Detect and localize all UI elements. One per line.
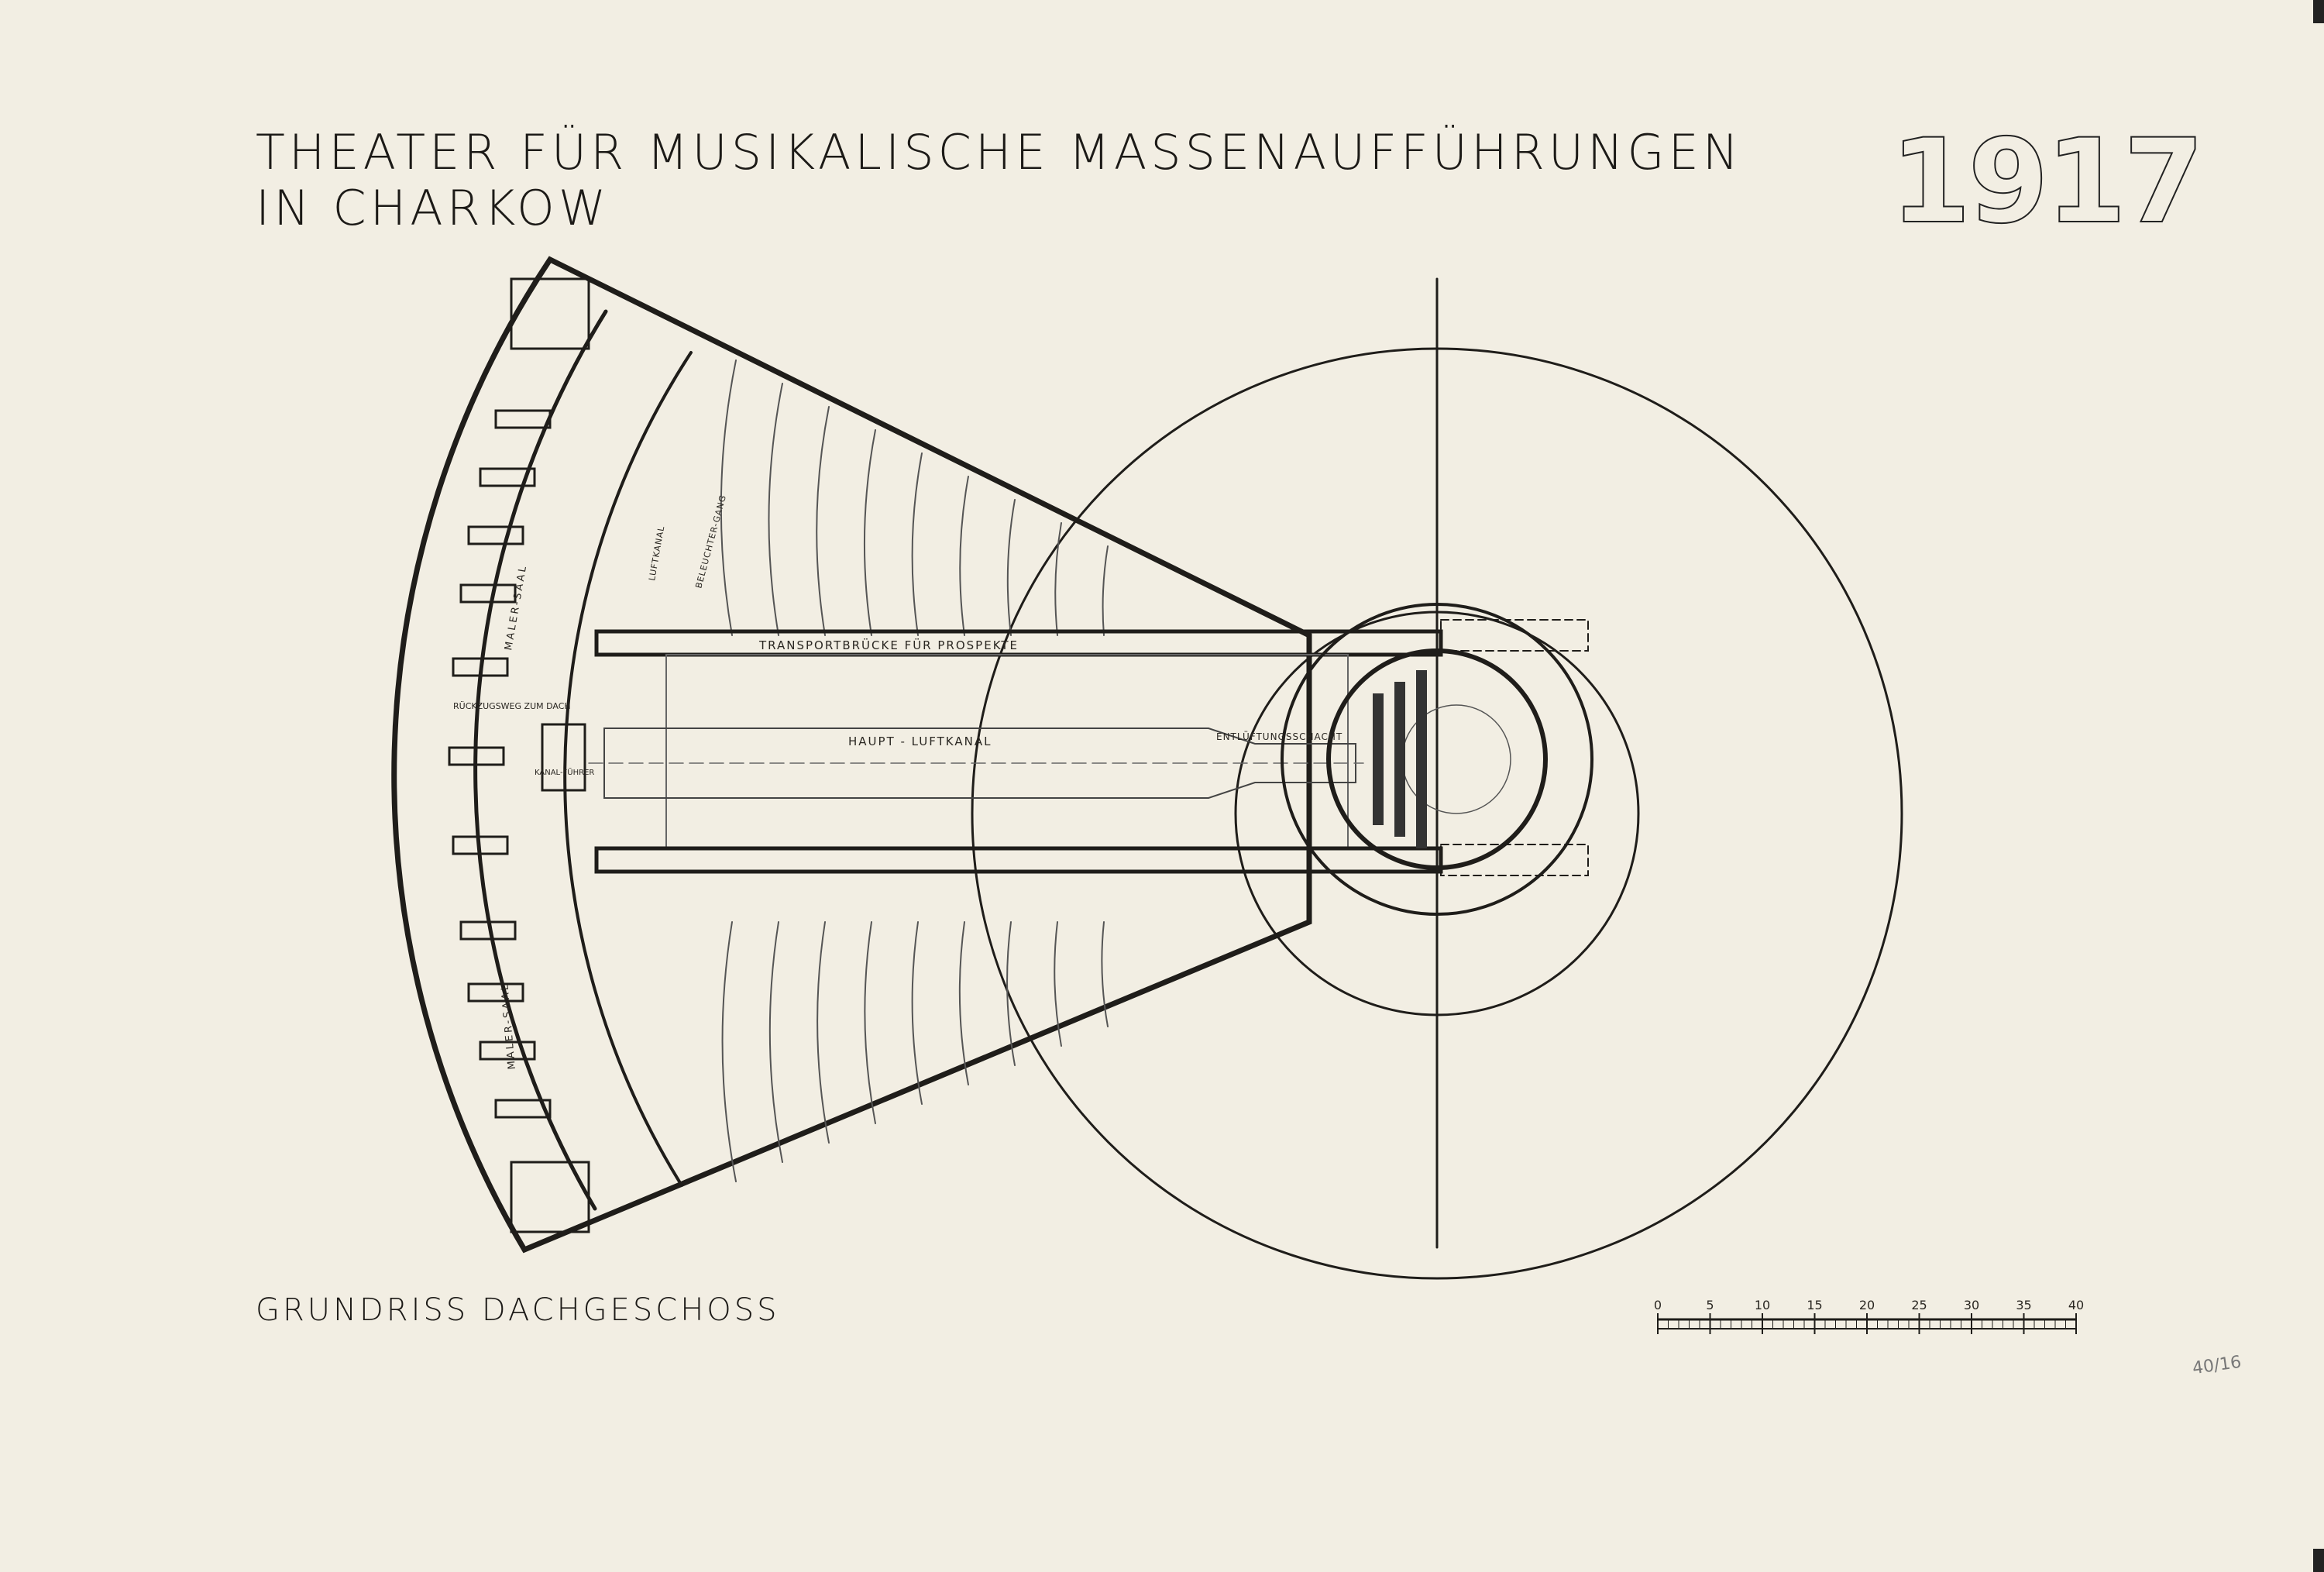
label-lit-aisle: BELEUCHTER-GANG — [693, 494, 728, 590]
label-vent-shaft: ENTLÜFTUNGSSCHACHT — [1216, 730, 1342, 742]
sheet-title: GRUNDRISS DACHGESCHOSS — [256, 1292, 780, 1328]
stage-turntable — [1326, 648, 1548, 870]
scale-tick-label: 20 — [1859, 1298, 1875, 1312]
scale-tick-label: 25 — [1911, 1298, 1927, 1312]
label-retreat: RÜCKZUGSWEG ZUM DACH — [453, 701, 571, 711]
painter-frames — [448, 409, 552, 1119]
retreat-box — [541, 723, 586, 792]
main-duct-outline — [603, 728, 1356, 799]
scale-tick-label: 40 — [2068, 1298, 2084, 1312]
edge-mark-bottom — [2313, 1549, 2324, 1572]
painter-hall-inner-arc — [473, 309, 608, 1211]
label-duct: LUFTKANAL — [647, 525, 666, 581]
auditorium-outline — [391, 256, 1312, 1254]
seating-outer-arc — [563, 351, 693, 1187]
year-stencil: 1917 — [1889, 115, 2205, 249]
title-line-2: IN CHARKOW — [256, 180, 610, 236]
scale-tick-label: 5 — [1706, 1298, 1714, 1312]
scale-tick-label: 35 — [2016, 1298, 2031, 1312]
stage-ring-outer — [1281, 603, 1593, 916]
stage-lift-3 — [1416, 670, 1427, 848]
label-guide: KANAL-FÜHRER — [535, 767, 594, 777]
scale-tick-label: 30 — [1964, 1298, 1979, 1312]
seating-rows — [720, 359, 1109, 1182]
edge-mark-top — [2313, 0, 2324, 23]
stair-top — [510, 277, 590, 350]
label-transport-bridge: TRANSPORTBRÜCKE FÜR PROSPEKTE — [758, 638, 1019, 652]
stair-bottom — [510, 1161, 590, 1233]
scale-tick-label: 0 — [1654, 1298, 1662, 1312]
stage-wing-bottom — [1440, 844, 1589, 876]
stage-wing-top — [1440, 619, 1589, 652]
stage-lift-2 — [1394, 682, 1405, 837]
scale-tick-label: 10 — [1755, 1298, 1770, 1312]
stage-lift-1 — [1373, 693, 1384, 825]
label-hall-top: MALER-SAAL — [503, 563, 529, 652]
label-main-duct: HAUPT - LUFTKANAL — [848, 734, 992, 748]
title-line-1: THEATER FÜR MUSIKALISCHE MASSENAUFFÜHRUN… — [256, 124, 1743, 181]
scale-tick-label: 15 — [1807, 1298, 1822, 1312]
scale-bar: 0 5 10 15 20 25 30 35 40 — [1654, 1298, 2084, 1334]
scale-ticks: 0 5 10 15 20 25 30 35 40 — [1654, 1298, 2084, 1334]
